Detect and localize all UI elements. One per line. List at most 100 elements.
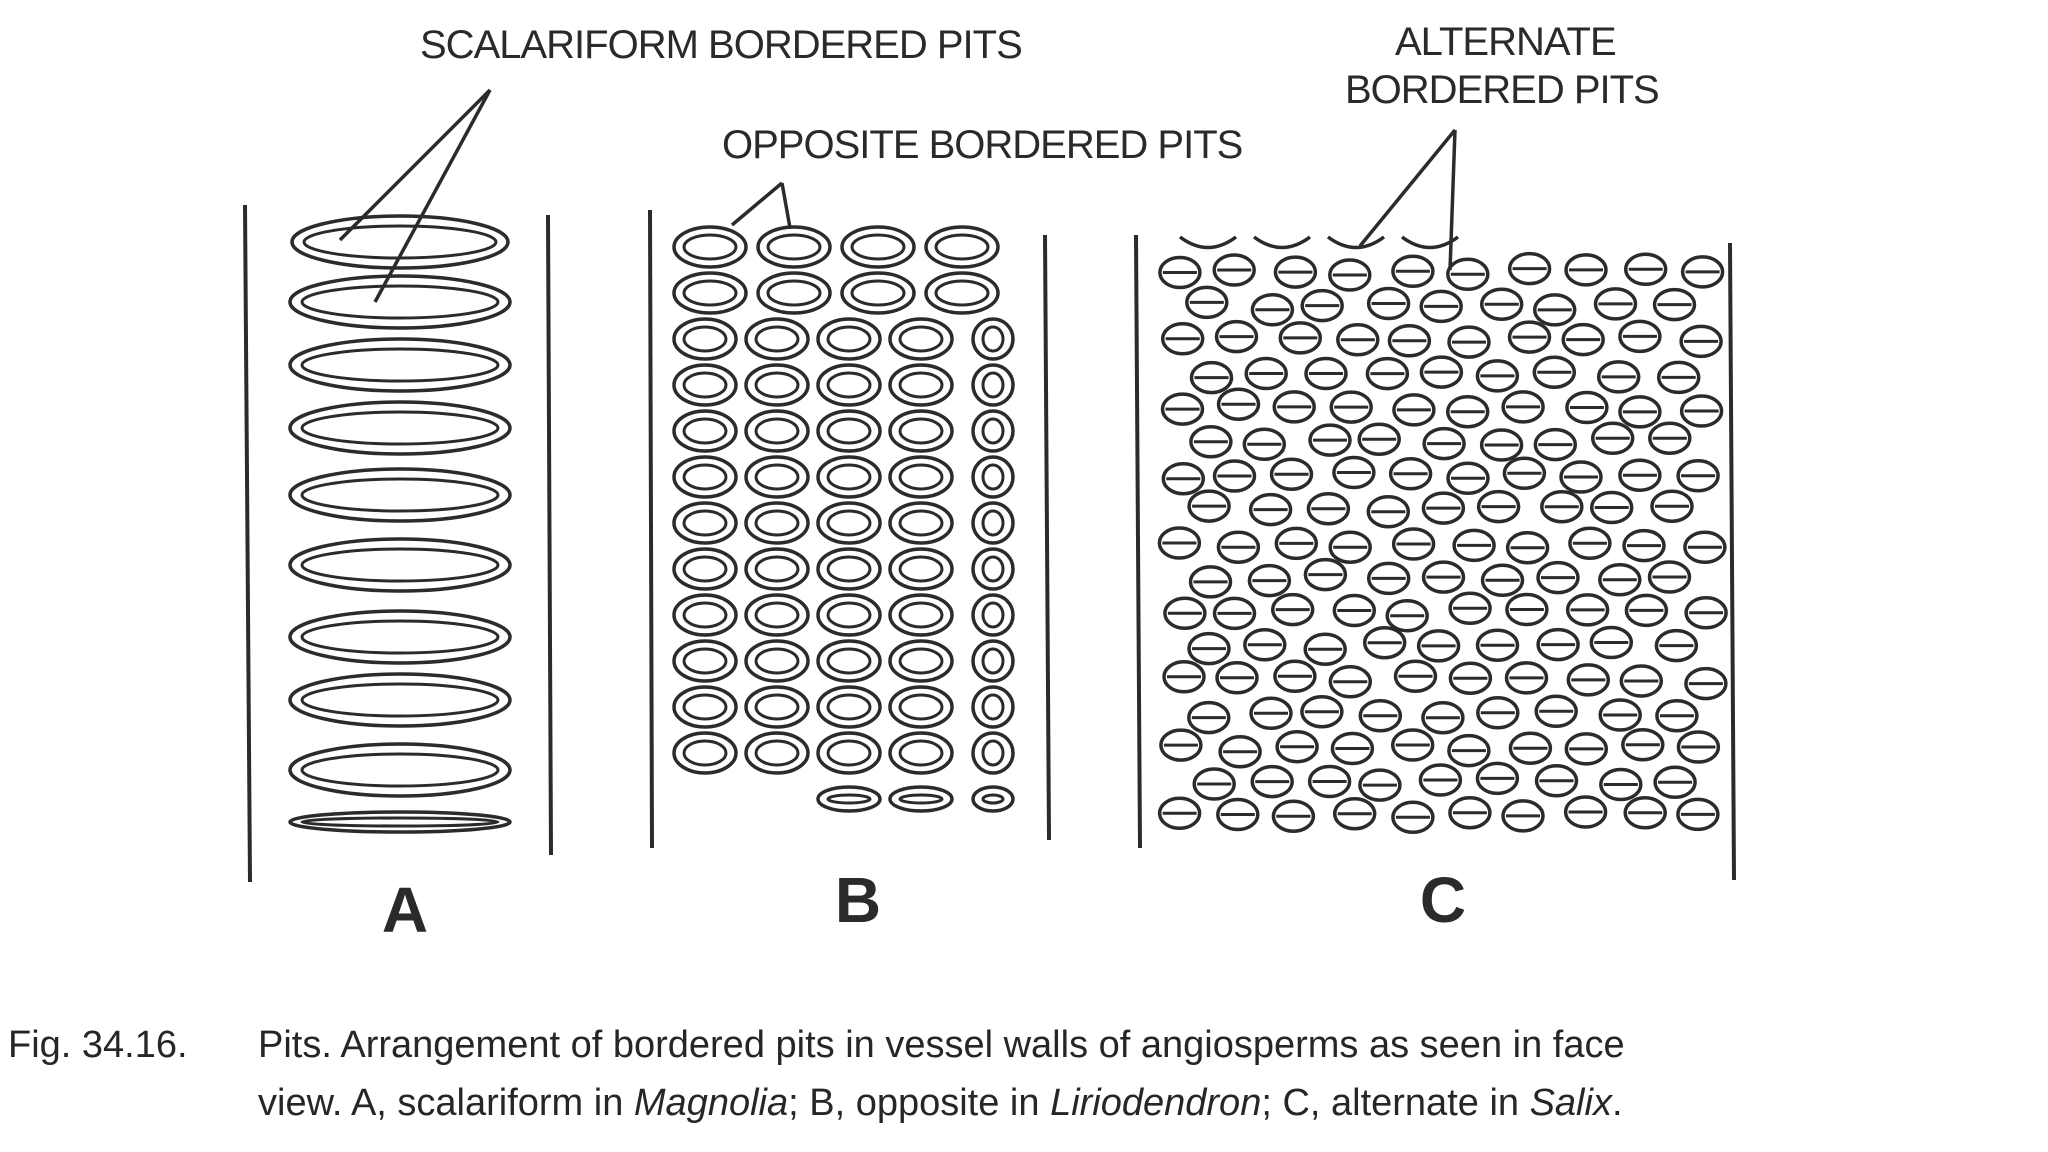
alternate-pit <box>1656 360 1701 395</box>
opposite-pit <box>816 501 882 545</box>
alternate-pit <box>1536 560 1580 595</box>
opposite-pit <box>816 593 882 637</box>
alternate-pit <box>1619 664 1664 698</box>
scalariform-pit <box>288 609 512 665</box>
opposite-pit <box>816 363 882 407</box>
alternate-pit <box>1683 530 1727 565</box>
opposite-pit <box>888 363 954 407</box>
alternate-pit <box>1476 489 1521 524</box>
genus-salix: Salix <box>1529 1082 1612 1124</box>
alternate-pit <box>1416 629 1461 663</box>
opposite-pit <box>672 639 738 683</box>
opposite-pit <box>888 593 954 637</box>
alternate-pit <box>1275 729 1319 764</box>
alternate-pit <box>1559 460 1603 494</box>
opposite-pit <box>816 731 882 775</box>
alternate-pit <box>1566 663 1611 697</box>
opposite-pit <box>672 685 738 729</box>
opposite-pit <box>672 455 738 499</box>
alternate-pit <box>1446 257 1490 292</box>
alternate-pit <box>1502 456 1547 491</box>
alternate-pit <box>1366 494 1411 529</box>
alternate-pit <box>1188 565 1233 599</box>
bordered-pits-diagram: SCALARIFORM BORDERED PITS OPPOSITE BORDE… <box>243 20 1736 946</box>
panel-letter-a: A <box>382 874 428 946</box>
alternate-pit <box>1564 253 1608 287</box>
opposite-pit <box>924 271 1000 315</box>
scalariform-pit <box>288 400 512 456</box>
alternate-pit <box>1421 491 1466 525</box>
alternate-pit <box>1159 728 1203 762</box>
alternate-pit <box>1391 527 1436 561</box>
alternate-pit <box>1563 795 1608 829</box>
alternate-pit <box>1447 733 1491 768</box>
alternate-pit <box>1332 593 1377 628</box>
alternate-pit <box>1307 764 1352 799</box>
alternate-pit <box>1536 627 1580 662</box>
caption-text-1: Pits. Arrangement of bordered pits in ve… <box>258 1024 1625 1066</box>
opposite-pit <box>744 363 810 407</box>
alternate-pit <box>1328 530 1372 564</box>
alternate-pit <box>1387 324 1432 358</box>
alternate-pit <box>1272 390 1316 424</box>
alternate-pit <box>1357 422 1401 456</box>
opposite-pit <box>816 685 882 729</box>
opposite-pit <box>744 731 810 775</box>
alternate-pit <box>1679 394 1724 428</box>
vessel-walls <box>243 204 1736 883</box>
alternate-pit <box>1648 421 1692 455</box>
opposite-pit <box>672 547 738 591</box>
alternate-pit <box>1475 628 1520 662</box>
alternate-pit <box>1622 528 1666 563</box>
alternate-pit <box>1249 696 1293 731</box>
alternate-pit <box>1447 325 1491 359</box>
alternate-pit <box>1216 387 1261 421</box>
alternate-pit <box>1247 563 1292 598</box>
alternate-pit <box>1655 698 1699 733</box>
alternate-pit <box>1212 459 1257 493</box>
alternate-pit <box>1216 530 1261 564</box>
opposite-pit <box>744 501 810 545</box>
alternate-pit <box>1162 660 1206 694</box>
alternate-pit <box>1475 761 1520 796</box>
opposite-pit <box>924 225 1000 269</box>
opposite-pit <box>840 271 916 315</box>
alternate-pit <box>1564 732 1609 766</box>
opposite-pit <box>816 547 882 591</box>
alternate-pit <box>1269 457 1314 491</box>
alternate-pit <box>1676 797 1720 832</box>
alternate-pit <box>1647 560 1692 594</box>
genus-liriodendron: Liriodendron <box>1050 1082 1262 1124</box>
alternate-pit <box>1618 395 1662 429</box>
opposite-pit <box>744 593 810 637</box>
alternate-pit <box>1623 252 1668 287</box>
alternate-pit <box>1623 796 1667 830</box>
alternate-pit <box>1393 659 1438 693</box>
alternate-pit <box>1273 659 1317 694</box>
opposite-pit <box>971 639 1015 683</box>
alternate-pit <box>1358 768 1402 802</box>
alternate-pit <box>1244 356 1288 391</box>
opposite-pit <box>971 731 1015 775</box>
opposite-pit <box>816 785 882 813</box>
alternate-pit <box>1598 563 1642 597</box>
alternate-pit <box>1388 457 1433 491</box>
alternate-pit <box>1448 795 1492 830</box>
alternate-pit <box>1621 727 1665 762</box>
alternate-pit <box>1300 288 1344 323</box>
panel-letter-c: C <box>1420 864 1466 936</box>
alternate-pit <box>1598 698 1642 732</box>
alternate-pit-edge <box>1178 235 1238 250</box>
opposite-pit <box>971 685 1015 729</box>
opposite-pit <box>816 639 882 683</box>
alternate-pit <box>1561 322 1605 357</box>
alternate-pit <box>1308 423 1352 457</box>
scalariform-pit <box>288 742 512 798</box>
genus-magnolia: Magnolia <box>633 1082 789 1124</box>
caption-segment: view. A, scalariform in <box>258 1082 634 1124</box>
panel-letter-b: B <box>835 864 881 936</box>
opposite-pit <box>971 593 1015 637</box>
opposite-pit <box>840 225 916 269</box>
alternate-pit <box>1218 734 1262 769</box>
alternate-pit <box>1504 661 1549 695</box>
